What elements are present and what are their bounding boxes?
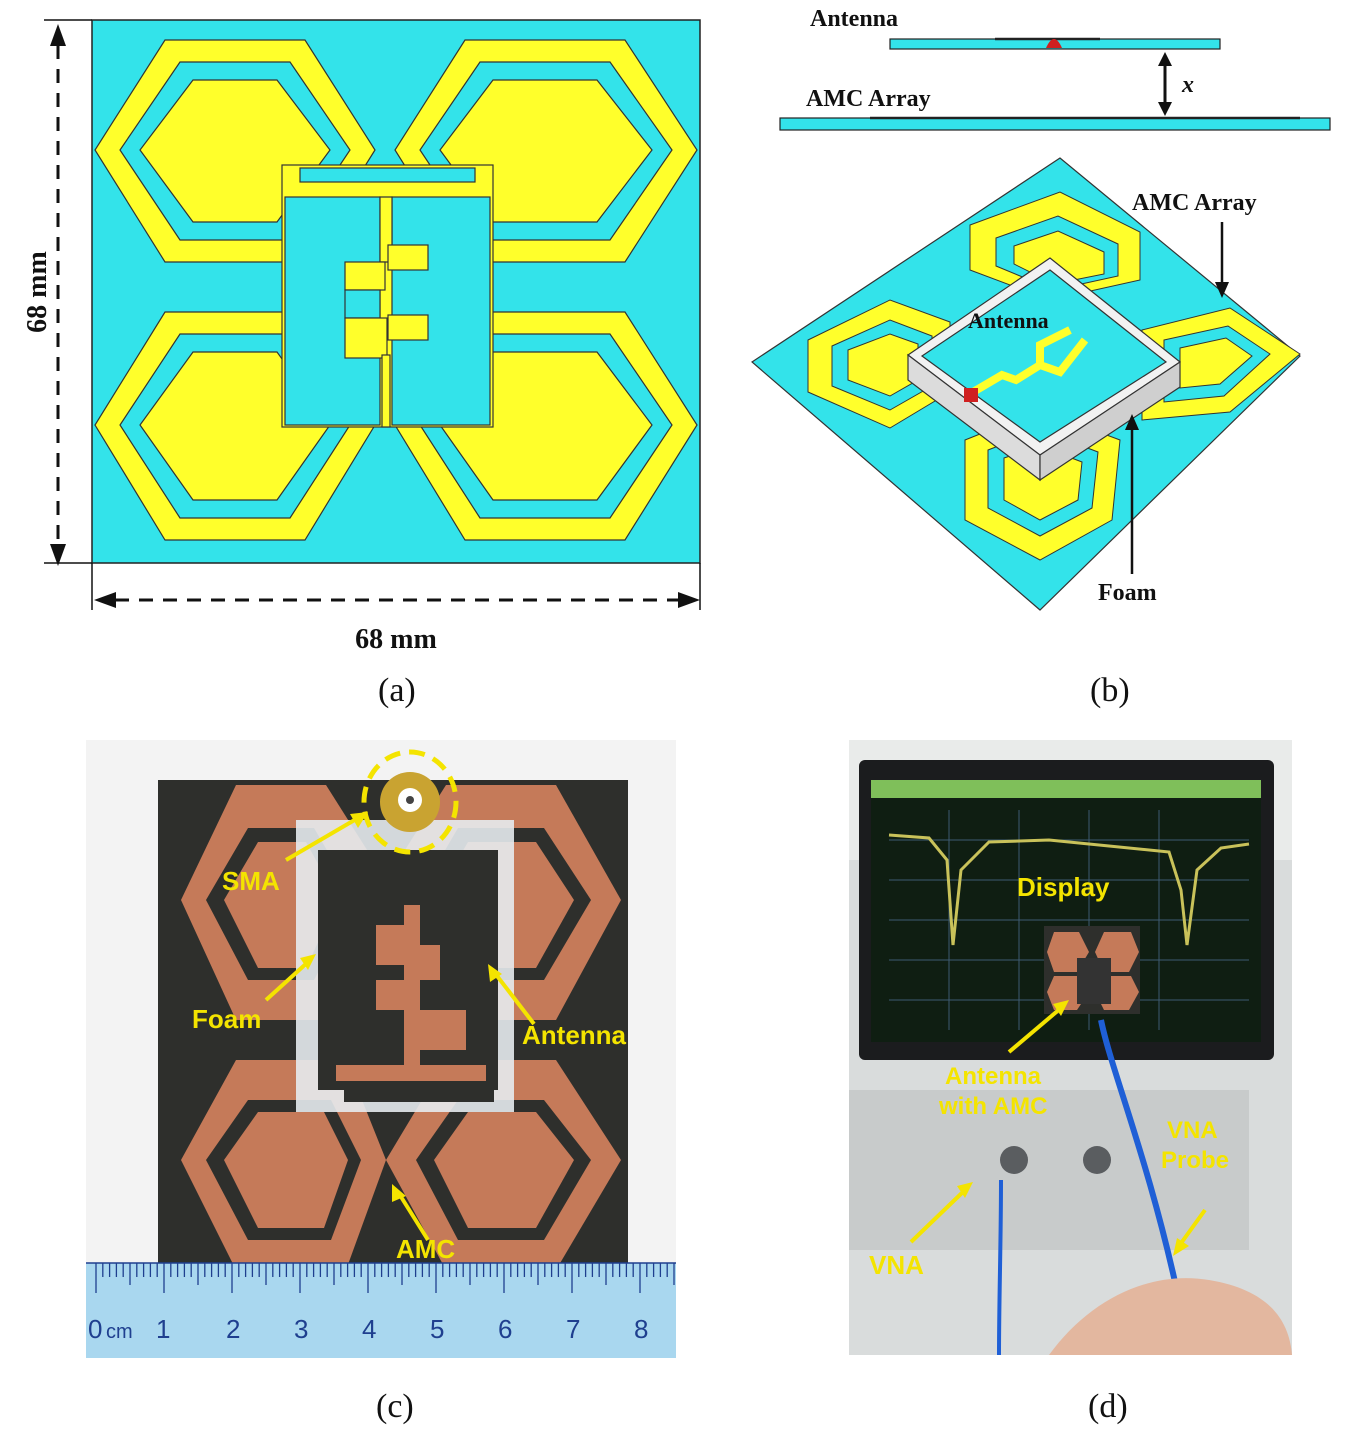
amc-antenna-assembly: Antenna AMC Array x	[751, 6, 1331, 611]
iso-amc-label: AMC Array	[1132, 190, 1257, 216]
iso-antenna-label: Antenna	[968, 308, 1049, 333]
iso-foam-arrow	[1125, 414, 1139, 574]
ruler-label-6: 6	[498, 1314, 512, 1344]
ruler-label-1: 1	[156, 1314, 170, 1344]
ruler-label-0: 0	[88, 1314, 102, 1344]
vna-probe-cable	[1098, 1019, 1182, 1301]
antenna-copper-photo	[336, 905, 486, 1081]
label-amc: AMC	[396, 1234, 455, 1264]
hand	[1049, 1278, 1292, 1355]
iso-amc-arrow	[1215, 222, 1229, 298]
dim-horizontal-label: 68 mm	[355, 624, 437, 655]
panel-c: 0 cm 1 2 3 4 5 6 7 8 SMA Foam Antenna AM…	[86, 740, 676, 1358]
ruler-label-4: 4	[362, 1314, 376, 1344]
caption-a: (a)	[378, 672, 416, 709]
label-sma: SMA	[222, 866, 280, 896]
vna-unit	[849, 1090, 1249, 1250]
label-antenna-with-amc-1: Antenna	[945, 1063, 1042, 1090]
dimension-vertical	[44, 19, 92, 566]
ruler-label-3: 3	[294, 1314, 308, 1344]
dim-vertical-label: 68 mm	[22, 251, 53, 333]
panel-d: Display Antenna with AMC VNA Probe VNA	[849, 740, 1292, 1356]
side-antenna-label: Antenna	[810, 6, 898, 32]
caption-c: (c)	[376, 1388, 414, 1425]
amc-antenna-top-view: 68 mm 68 mm	[22, 19, 701, 655]
caption-d: (d)	[1088, 1388, 1128, 1425]
ruler-label-cm: cm	[106, 1321, 133, 1343]
label-display: Display	[1017, 872, 1110, 902]
label-vna-probe-2: Probe	[1161, 1147, 1229, 1174]
ruler-label-8: 8	[634, 1314, 648, 1344]
ruler-label-7: 7	[566, 1314, 580, 1344]
annotation-arrows-d	[909, 1000, 1207, 1256]
ruler-label-2: 2	[226, 1314, 240, 1344]
panel-b: Antenna AMC Array x	[740, 0, 1361, 660]
iso-foam-box	[906, 257, 1182, 482]
panel-a: 68 mm 68 mm	[0, 0, 720, 660]
ruler-label-5: 5	[430, 1314, 444, 1344]
ruler-numbers: 0 cm 1 2 3 4 5 6 7 8	[88, 1314, 648, 1344]
measurement-setup-photo: Display Antenna with AMC VNA Probe VNA	[849, 740, 1292, 1356]
feed-connector	[1046, 39, 1062, 48]
dimension-horizontal	[91, 563, 701, 610]
annotation-arrows	[264, 812, 536, 1242]
ruler	[86, 1263, 676, 1358]
label-vna-probe-1: VNA	[1167, 1117, 1218, 1144]
s11-trace	[888, 833, 1250, 946]
label-foam: Foam	[192, 1004, 261, 1034]
fabricated-prototype-photo: 0 cm 1 2 3 4 5 6 7 8 SMA Foam Antenna AM…	[86, 740, 676, 1358]
label-antenna-with-amc-2: with AMC	[938, 1093, 1047, 1120]
gap-label: x	[1181, 72, 1194, 98]
caption-b: (b)	[1090, 672, 1130, 709]
iso-foam-label: Foam	[1098, 580, 1157, 606]
label-antenna: Antenna	[522, 1020, 627, 1050]
label-vna: VNA	[869, 1250, 924, 1280]
side-amc-label: AMC Array	[806, 86, 931, 112]
side-amc-board	[779, 117, 1331, 131]
gap-arrow	[1158, 52, 1172, 116]
sma-highlight-ring	[361, 749, 459, 855]
antenna-patch	[281, 164, 494, 428]
